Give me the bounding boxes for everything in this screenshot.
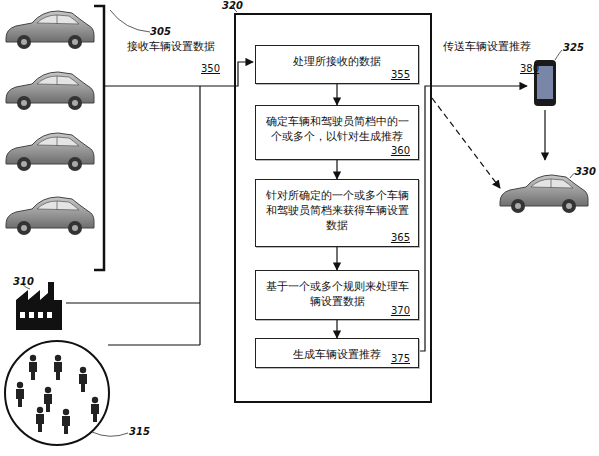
flow-arrow <box>336 247 337 270</box>
step-number: 380 <box>520 63 539 74</box>
vehicle-icon <box>6 11 94 49</box>
vehicle-icon <box>500 175 588 213</box>
input-line <box>66 302 200 303</box>
step-text: 基于一个或多个规则来处理车辆设置数据 <box>262 279 412 309</box>
output-line <box>418 86 527 351</box>
callout-number: 305 <box>150 26 171 37</box>
callout-number: 310 <box>13 276 34 287</box>
process-box: 基于一个或多个规则来处理车辆设置数据370 <box>255 270 419 320</box>
output-line <box>544 110 545 160</box>
system-boundary: 320处理所接收的数据355确定车辆和驾驶员简档中的一个或多个，以针对生成推荐3… <box>234 13 432 403</box>
flow-arrow <box>336 320 337 338</box>
leader-line <box>555 50 562 60</box>
output-line <box>432 98 500 188</box>
input-line <box>199 86 200 345</box>
flow-arrow <box>336 160 337 179</box>
process-box: 生成车辆设置推荐375 <box>255 338 419 368</box>
vehicle-icon <box>6 197 94 235</box>
step-label: 传送车辆设置推荐 <box>443 40 531 54</box>
step-number: 365 <box>391 232 410 243</box>
step-number: 375 <box>391 353 410 364</box>
input-line <box>104 62 253 86</box>
factory-icon <box>16 282 62 330</box>
input-line <box>108 344 200 345</box>
step-label: 接收车辆设置数据 <box>127 40 215 54</box>
step-text: 生成车辆设置推荐 <box>262 347 412 362</box>
user-group-circle <box>5 341 109 445</box>
flow-arrow <box>336 84 337 105</box>
callout-number: 325 <box>563 42 584 53</box>
leader-line <box>92 432 128 436</box>
leader-line <box>110 10 150 32</box>
vehicle-icon <box>6 72 94 110</box>
callout-number: 320 <box>222 0 243 11</box>
process-box: 确定车辆和驾驶员简档中的一个或多个，以针对生成推荐360 <box>255 105 419 160</box>
step-number: 360 <box>391 145 410 156</box>
step-text: 针对所确定的一个或多个车辆和驾驶员简档来获得车辆设置数据 <box>262 188 412 233</box>
step-text: 确定车辆和驾驶员简档中的一个或多个，以针对生成推荐 <box>262 114 412 144</box>
bracket <box>94 6 104 270</box>
step-number: 370 <box>391 305 410 316</box>
step-number: 350 <box>201 63 220 74</box>
vehicle-icon <box>6 133 94 171</box>
callout-number: 330 <box>575 166 596 177</box>
step-number: 355 <box>391 69 410 80</box>
process-box: 处理所接收的数据355 <box>255 45 419 84</box>
process-box: 针对所确定的一个或多个车辆和驾驶员简档来获得车辆设置数据365 <box>255 179 419 247</box>
callout-number: 315 <box>129 426 150 437</box>
step-text: 处理所接收的数据 <box>262 54 412 69</box>
